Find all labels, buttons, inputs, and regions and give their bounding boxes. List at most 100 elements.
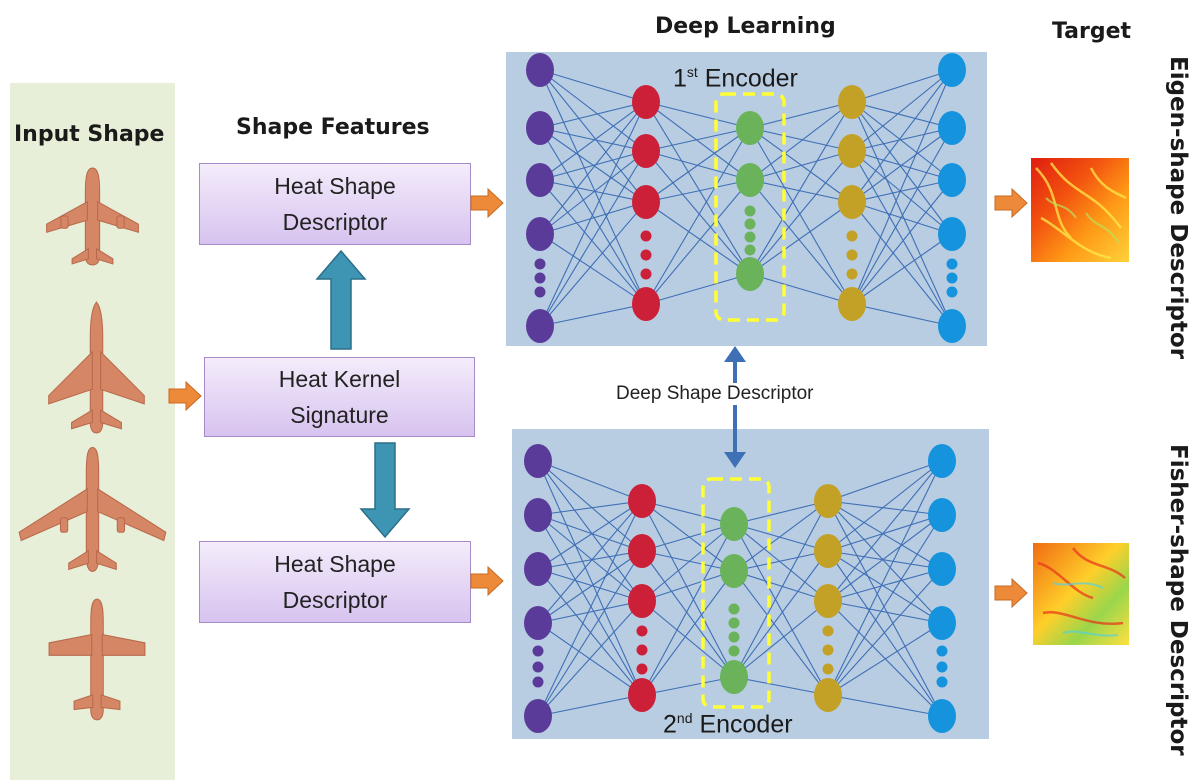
network-edge xyxy=(645,101,751,181)
network-edge xyxy=(851,69,953,103)
neuron-ellipsis-dot xyxy=(640,230,652,242)
neuron-node xyxy=(720,507,748,541)
neuron-ellipsis-dot xyxy=(846,249,858,261)
propeller-plane-icon xyxy=(48,598,146,721)
network-edge xyxy=(539,150,647,235)
network-edge xyxy=(537,600,643,717)
network-edge xyxy=(537,694,643,717)
network-edge xyxy=(537,568,643,602)
neuron-ellipsis-dot xyxy=(822,625,834,637)
neuron-node xyxy=(524,699,552,733)
encoder-ordinal: nd xyxy=(676,710,693,726)
target-heading: Target xyxy=(1052,19,1132,44)
network-edge xyxy=(641,550,735,678)
network-edge xyxy=(537,514,643,602)
network-edge xyxy=(733,550,829,572)
encoder-2-label: 2nd Encoder xyxy=(663,710,793,739)
network-edge xyxy=(645,201,751,275)
neuron-node xyxy=(628,584,656,618)
network-edge xyxy=(827,500,943,516)
neuron-ellipsis-dot xyxy=(946,286,958,298)
neuron-node xyxy=(938,111,966,145)
neuron-node xyxy=(928,498,956,532)
neuron-node xyxy=(814,484,842,518)
network-edge xyxy=(851,69,953,305)
network-edge xyxy=(641,570,735,602)
network-edge xyxy=(539,127,647,152)
neuron-node xyxy=(524,552,552,586)
neuron-node xyxy=(526,217,554,251)
network-panel xyxy=(506,52,987,346)
network-edge xyxy=(645,101,751,275)
neuron-node xyxy=(720,554,748,588)
network-edge xyxy=(749,150,853,181)
network-edge xyxy=(645,179,751,305)
network-edge xyxy=(537,550,643,624)
network-edge xyxy=(539,201,647,327)
arrow-right-icon xyxy=(168,381,202,411)
network-edge xyxy=(733,523,829,696)
neuron-node xyxy=(938,309,966,343)
neuron-node xyxy=(524,606,552,640)
network-edge xyxy=(537,550,643,717)
network-edge xyxy=(851,150,953,235)
arrow-right-icon xyxy=(470,188,504,218)
neuron-node xyxy=(814,678,842,712)
network-edge xyxy=(641,523,735,552)
network-edge xyxy=(733,500,829,572)
neuron-ellipsis-dot xyxy=(936,661,948,673)
code-layer-highlight xyxy=(701,477,771,709)
neuron-ellipsis-dot xyxy=(636,644,648,656)
fisher-shape-heatmap xyxy=(1033,543,1129,645)
neuron-node xyxy=(632,85,660,119)
node-group xyxy=(526,53,966,343)
box-line: Heat Shape xyxy=(274,551,396,577)
encoder-2-network xyxy=(512,429,989,739)
network-edge xyxy=(537,514,643,552)
neuron-ellipsis-dot xyxy=(744,205,756,217)
neuron-ellipsis-dot xyxy=(534,286,546,298)
network-edge xyxy=(539,233,647,305)
network-edge xyxy=(539,303,647,327)
network-edge xyxy=(641,523,735,696)
network-edge xyxy=(539,69,647,305)
neuron-ellipsis-dot xyxy=(534,272,546,284)
network-edge xyxy=(733,676,829,696)
arrow-up-icon xyxy=(315,249,367,350)
network-edge xyxy=(827,460,943,602)
network-edge xyxy=(749,127,853,152)
neuron-node xyxy=(632,185,660,219)
neuron-node xyxy=(736,257,764,291)
neuron-ellipsis-dot xyxy=(532,676,544,688)
encoder-number: 1 xyxy=(673,64,687,93)
network-edge xyxy=(827,622,943,696)
network-edge xyxy=(537,500,643,516)
neuron-ellipsis-dot xyxy=(822,644,834,656)
network-edge xyxy=(641,570,735,696)
arrow-down-icon xyxy=(359,442,411,539)
encoder-word: Encoder xyxy=(704,64,798,93)
network-edge xyxy=(851,127,953,203)
neuron-node xyxy=(526,111,554,145)
neuron-node xyxy=(938,217,966,251)
neuron-node xyxy=(632,287,660,321)
network-edge xyxy=(827,460,943,552)
network-edge xyxy=(827,514,943,552)
network-edge xyxy=(733,570,829,602)
arrow-right-icon xyxy=(994,188,1028,218)
airplane-icon xyxy=(46,167,139,266)
network-edge xyxy=(851,201,953,235)
neuron-ellipsis-dot xyxy=(534,258,546,270)
network-edge xyxy=(645,127,751,152)
shape-features-heading: Shape Features xyxy=(236,115,430,140)
network-edge xyxy=(641,500,735,678)
network-edge xyxy=(537,600,643,624)
network-edge xyxy=(537,568,643,696)
neuron-ellipsis-dot xyxy=(728,617,740,629)
encoder-ordinal: st xyxy=(686,64,698,80)
neuron-node xyxy=(928,699,956,733)
network-edge xyxy=(641,523,735,602)
box-line: Heat Shape xyxy=(274,173,396,199)
neuron-ellipsis-dot xyxy=(744,244,756,256)
network-edge xyxy=(851,179,953,203)
